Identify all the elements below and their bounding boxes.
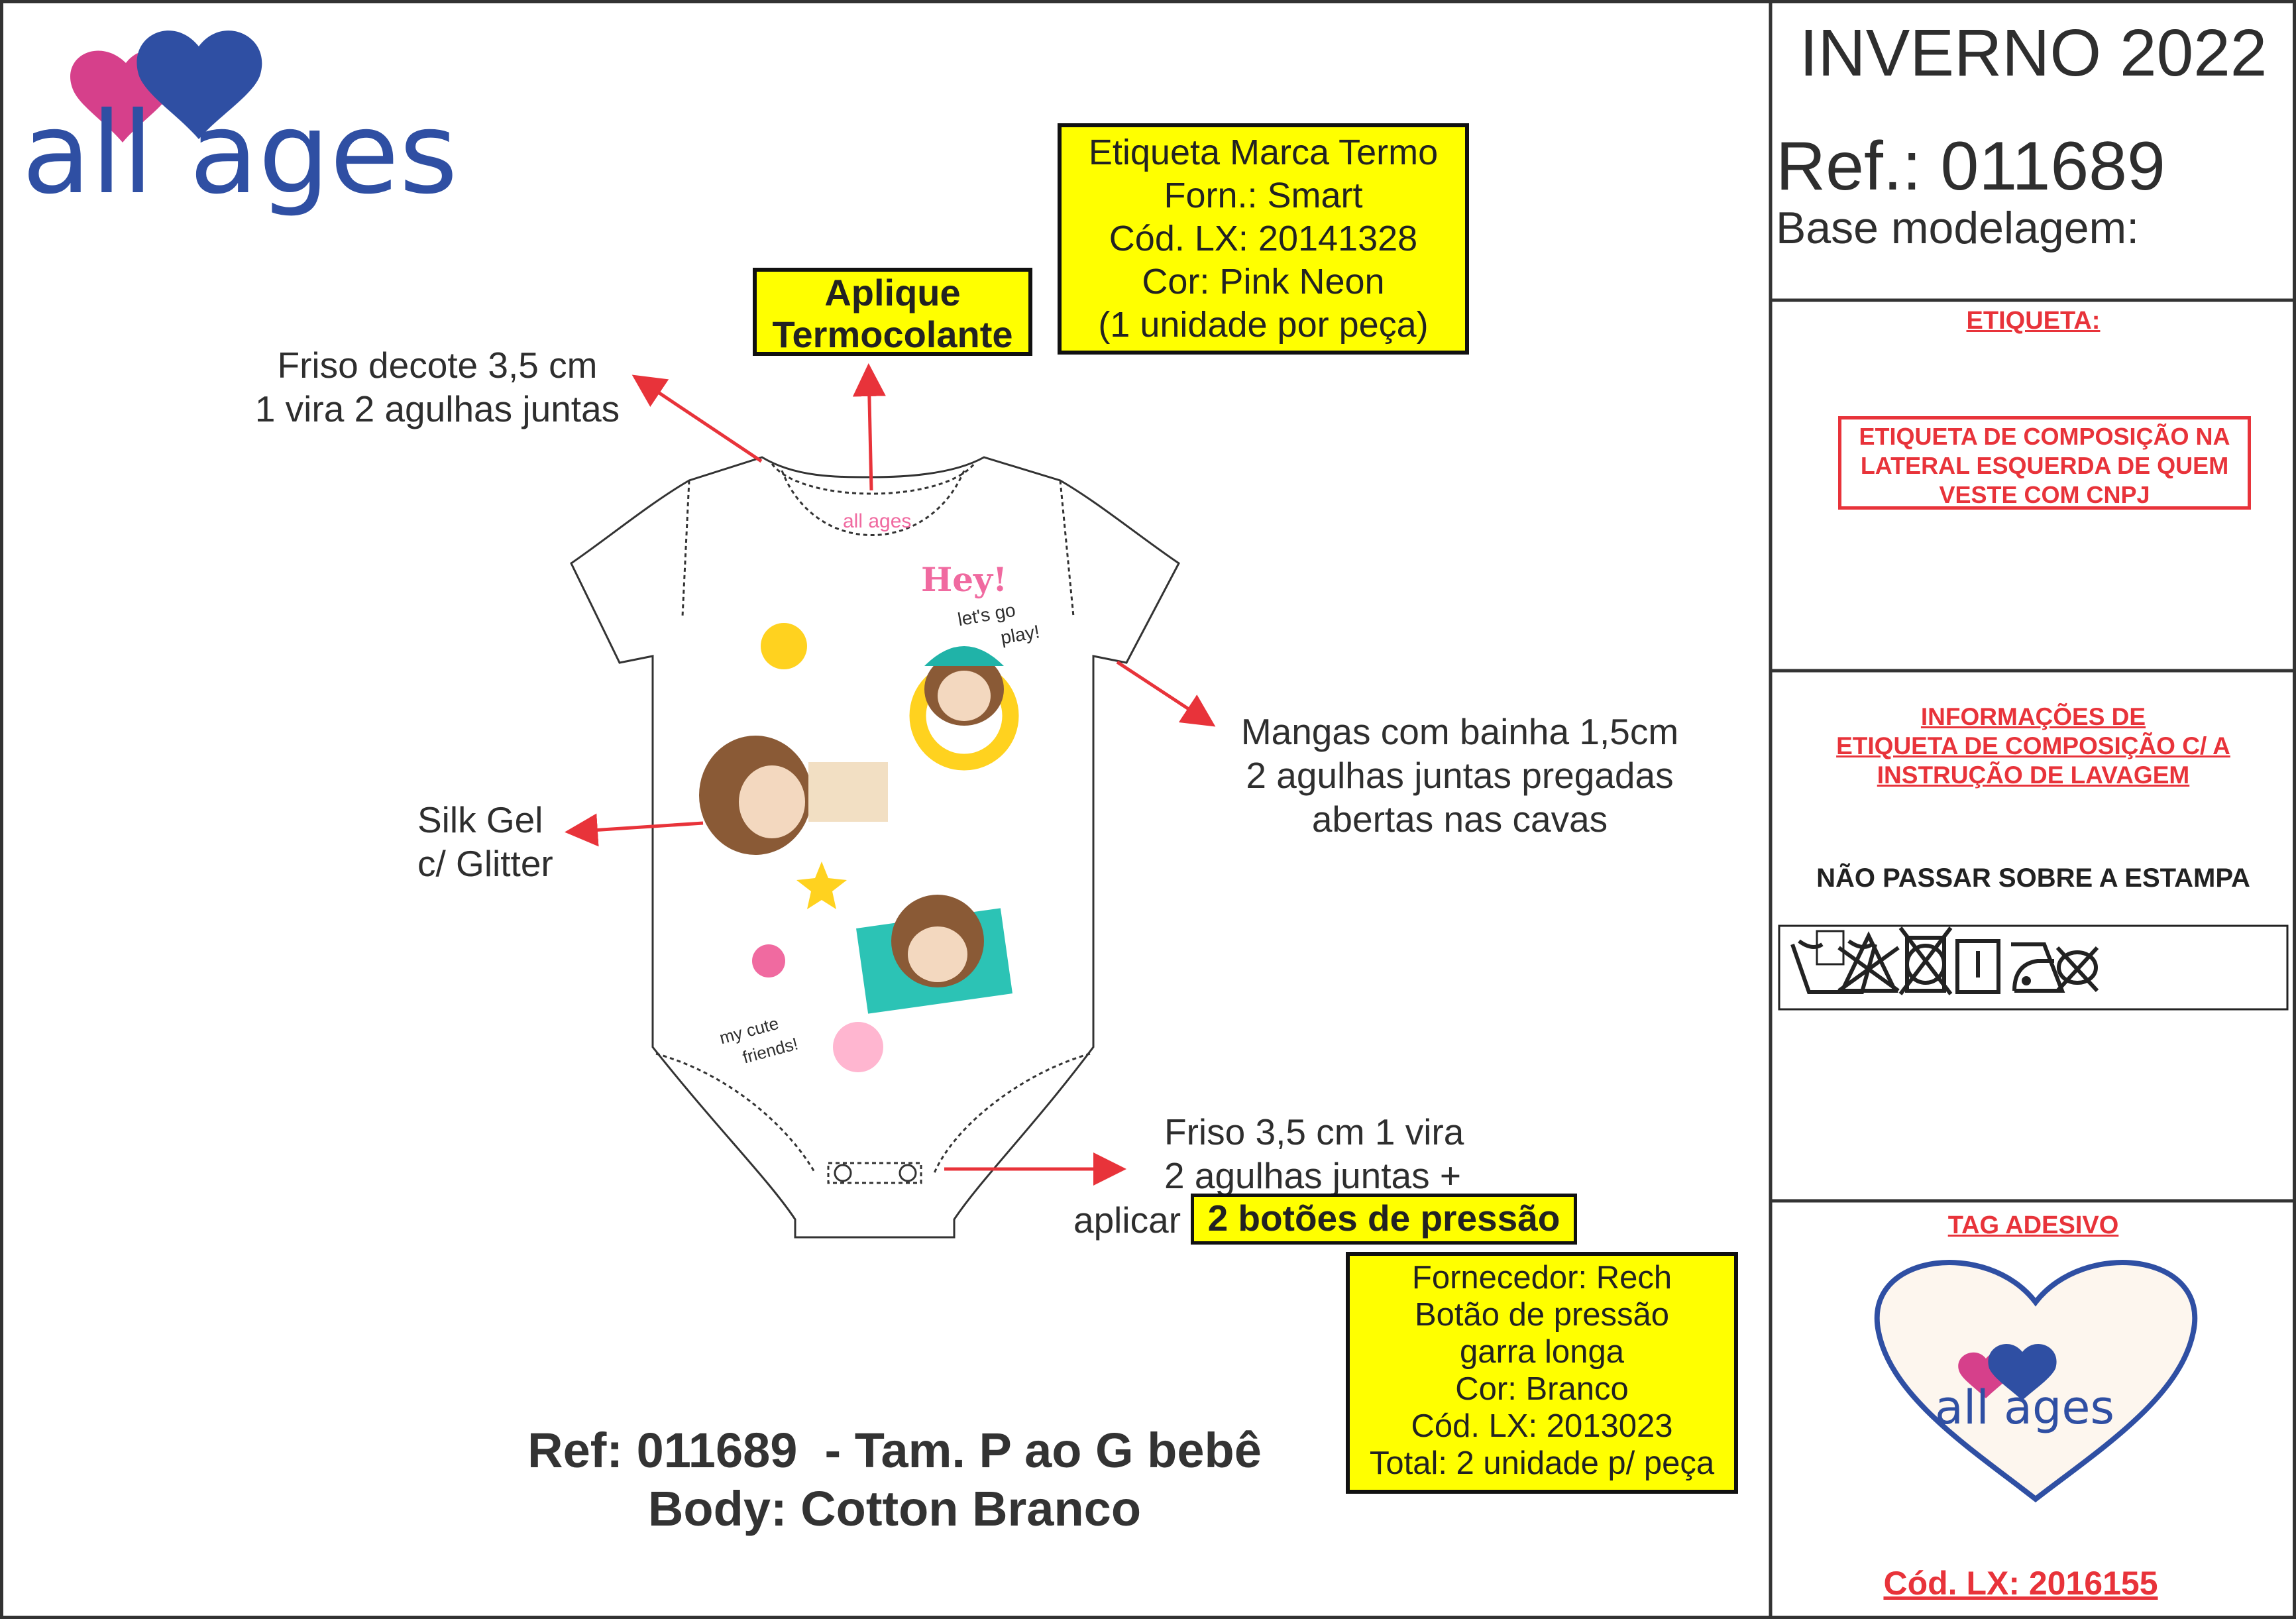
- friso-decote-callout: Friso decote 3,5 cm 1 vira 2 agulhas jun…: [205, 343, 669, 431]
- etiqueta-box-line: LATERAL ESQUERDA DE QUEM: [1860, 452, 2229, 479]
- callout-line: Friso 3,5 cm 1 vira: [1164, 1111, 1464, 1152]
- callout-line: c/ Glitter: [417, 843, 553, 884]
- callout-line: Total: 2 unidade p/ peça: [1369, 1445, 1715, 1481]
- etiqueta-marca-callout: Etiqueta Marca Termo Forn.: Smart Cód. L…: [1058, 123, 1469, 355]
- brand-logo: all ages: [22, 30, 458, 219]
- friso-bottom-callout: Friso 3,5 cm 1 vira 2 agulhas juntas +: [1164, 1110, 1464, 1198]
- callout-line: Friso decote 3,5 cm: [277, 345, 598, 386]
- aplicar-label: aplicar: [1073, 1200, 1181, 1241]
- callout-line: 2 agulhas juntas +: [1164, 1155, 1461, 1196]
- product-ref-size: Ref: 011689 - Tam. P ao G bebê: [527, 1423, 1262, 1478]
- product-summary: Ref: 011689 - Tam. P ao G bebê Body: Cot…: [464, 1422, 1325, 1538]
- sun-icon: [761, 623, 807, 669]
- callout-line: Aplique: [824, 272, 961, 313]
- etiqueta-box-line: ETIQUETA DE COMPOSIÇÃO NA: [1859, 423, 2230, 450]
- beach-ball-illustration: [833, 1022, 883, 1072]
- callout-line: Cor: Branco: [1455, 1371, 1629, 1407]
- callout-line: Mangas com bainha 1,5cm: [1240, 711, 1679, 752]
- reference-number: Ref.: 011689: [1776, 128, 2165, 205]
- callout-line: Etiqueta Marca Termo: [1088, 133, 1439, 172]
- callout-line: Forn.: Smart: [1164, 176, 1363, 215]
- etiqueta-title: ETIQUETA:: [1966, 307, 2101, 335]
- sandcastle-illustration: [808, 762, 888, 822]
- print-artwork: [699, 623, 1019, 1072]
- callout-line: Cód. LX: 20141328: [1109, 219, 1418, 258]
- print-hey: Hey!: [921, 560, 1008, 599]
- care-symbols: [1778, 924, 2289, 1011]
- info-title-line: INSTRUÇÃO DE LAVAGEM: [1877, 761, 2190, 789]
- hand-wash-icon: [1790, 930, 1877, 994]
- info-title-line: INFORMAÇÕES DE: [1920, 703, 2146, 730]
- callout-line: Silk Gel: [417, 799, 543, 840]
- base-modelagem: Base modelagem:: [1776, 203, 2140, 253]
- silk-gel-callout: Silk Gel c/ Glitter: [417, 798, 553, 885]
- etiqueta-composicao-box: ETIQUETA DE COMPOSIÇÃO NA LATERAL ESQUER…: [1838, 416, 2251, 510]
- etiqueta-box-line: VESTE COM CNPJ: [1939, 481, 2150, 508]
- callout-line: Termocolante: [772, 313, 1013, 355]
- fornecedor-callout: Fornecedor: Rech Botão de pressão garra …: [1346, 1252, 1738, 1494]
- line-dry-icon: [1955, 939, 2000, 994]
- shell-illustration: [752, 944, 785, 977]
- callout-line: Cód. LX: 2013023: [1411, 1408, 1673, 1444]
- no-bleach-icon: [1837, 931, 1900, 993]
- callout-line: abertas nas cavas: [1311, 799, 1608, 840]
- callout-line: Cor: Pink Neon: [1142, 262, 1385, 302]
- no-tumble-dry-icon: [1898, 926, 1953, 995]
- aplique-callout: Aplique Termocolante: [753, 268, 1032, 356]
- season-title: INVERNO 2022: [1799, 16, 2268, 90]
- callout-line: garra longa: [1460, 1334, 1624, 1370]
- product-fabric: Body: Cotton Branco: [647, 1481, 1142, 1536]
- mangas-callout: Mangas com bainha 1,5cm 2 agulhas juntas…: [1195, 710, 1725, 841]
- info-title-line: ETIQUETA DE COMPOSIÇÃO C/ A: [1836, 732, 2230, 759]
- neck-label-logo: all ages: [843, 510, 912, 532]
- svg-text:all ages: all ages: [1935, 1380, 2114, 1435]
- callout-line: Botão de pressão: [1414, 1297, 1670, 1333]
- callout-arrows: [565, 363, 1216, 1186]
- tag-adesivo-title: TAG ADESIVO: [1947, 1211, 2119, 1239]
- callout-line: 2 agulhas juntas pregadas: [1246, 755, 1674, 796]
- callout-line: (1 unidade por peça): [1098, 305, 1429, 345]
- tag-adesivo-heart: all ages: [1874, 1260, 2198, 1503]
- botoes-pressao-highlight: 2 botões de pressão: [1191, 1194, 1577, 1245]
- svg-text:all ages: all ages: [22, 88, 458, 219]
- no-dry-clean-icon: [2055, 946, 2099, 993]
- callout-line: 1 vira 2 agulhas juntas: [254, 388, 620, 429]
- bodysuit-drawing: [570, 456, 1180, 1239]
- tag-code: Cód. LX: 2016155: [1883, 1565, 2158, 1602]
- iron-low-icon: [2011, 942, 2065, 993]
- ironing-warning: NÃO PASSAR SOBRE A ESTAMPA: [1816, 864, 2250, 893]
- info-composicao-title: INFORMAÇÕES DE ETIQUETA DE COMPOSIÇÃO C/…: [1771, 702, 2296, 790]
- starfish-illustration: [796, 862, 847, 909]
- callout-line: Fornecedor: Rech: [1411, 1260, 1672, 1296]
